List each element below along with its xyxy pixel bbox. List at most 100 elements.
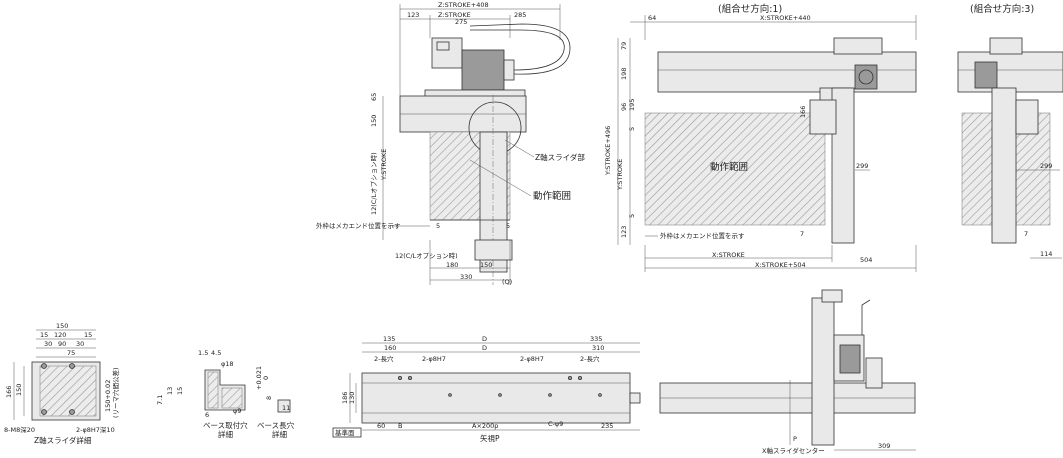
dim-123: 123 xyxy=(407,11,419,19)
heading-combo-direction-3: (組合せ方向:3) xyxy=(970,3,1034,15)
dim-64: 64 xyxy=(648,14,656,22)
dir1-y-column xyxy=(831,87,855,244)
side-y-column xyxy=(811,297,835,446)
label-x-slider-center: X軸スライダセンター xyxy=(762,446,825,454)
z-slider-detail: 150 15 120 15 30 90 30 75 166 150 150+0.… xyxy=(4,322,120,445)
dim-79: 79 xyxy=(620,42,628,50)
label-z-slider-part: Z軸スライダ部 xyxy=(535,152,585,162)
x-base-plate xyxy=(361,372,631,424)
dim-60: 60 xyxy=(377,422,385,430)
dim-phi18: φ18 xyxy=(221,360,234,368)
dim-150-b: 150 xyxy=(480,261,492,269)
dim-186: 186 xyxy=(341,392,349,404)
dim-195: 195 xyxy=(628,99,636,111)
dim-y-stroke-496: Y:STROKE+496 xyxy=(604,126,612,176)
direction-3-view: 299 7 114 xyxy=(957,37,1063,259)
caption-hole-1: ベース取付穴 xyxy=(203,420,248,430)
label-q: (Q) xyxy=(502,278,512,286)
dim-D-top: D xyxy=(482,335,487,343)
label-datum: 基準面 xyxy=(335,428,355,437)
note-outer-frame-dir1: 外枠はメカエンド位置を示す xyxy=(660,231,745,240)
dim-6: 6 xyxy=(205,411,209,419)
dim-166: 166 xyxy=(799,106,807,118)
side-view: P X軸スライダセンター 309 xyxy=(659,289,916,455)
dim-30a: 30 xyxy=(44,340,52,348)
dim-114: 114 xyxy=(1040,250,1052,258)
dim-5-top: 5 xyxy=(628,127,636,131)
dim-75: 75 xyxy=(67,349,75,357)
dim-5-right: 5 xyxy=(506,222,510,230)
dim-B: B xyxy=(398,422,402,430)
top-front-view: Z:STROKE+408 Z:STROKE 123 275 285 65 150… xyxy=(316,1,585,286)
dir1-operating-range xyxy=(644,112,826,226)
dim-15a: 15 xyxy=(40,331,48,339)
dim-130: 130 xyxy=(348,392,356,404)
label-p: P xyxy=(793,435,797,443)
dim-7: 7 xyxy=(800,230,804,238)
dim-y-stroke: Y:STROKE xyxy=(616,159,624,191)
dim-285: 285 xyxy=(514,11,526,19)
dim-150v-zs: 150 xyxy=(15,384,23,396)
dim-235: 235 xyxy=(601,422,613,430)
dim-150-zs: 150 xyxy=(56,322,68,330)
dim-8: 8 xyxy=(265,396,273,400)
dim-120: 120 xyxy=(54,331,66,339)
dim-pitch: A×200p xyxy=(472,422,498,430)
base-slot-profile xyxy=(277,399,291,413)
dim-180: 180 xyxy=(446,261,458,269)
dim-z-stroke-408: Z:STROKE+408 xyxy=(438,1,489,9)
dim-12-option-bottom: 12(C/Lオプション時) xyxy=(395,252,458,260)
tol-zero: 0 xyxy=(262,376,270,380)
dim-135: 135 xyxy=(383,335,395,343)
dim-275: 275 xyxy=(455,18,467,26)
dim-x-stroke-504: X:STROKE+504 xyxy=(755,261,806,269)
dim-309: 309 xyxy=(878,442,890,450)
dim-30b: 30 xyxy=(76,340,84,348)
m8-note: 8-M8深20 xyxy=(4,425,35,434)
slot-left: 2-長穴 xyxy=(374,354,394,363)
label-operating-range-dir1: 動作範囲 xyxy=(710,161,748,173)
pin-left: 2-φ8H7 xyxy=(422,355,446,363)
caption-arrow-view-p: 矢視P xyxy=(480,433,500,443)
dim-335: 335 xyxy=(590,335,602,343)
slot-right: 2-長穴 xyxy=(580,354,600,363)
dim-65: 65 xyxy=(370,93,378,101)
dim-4-5: 4.5 xyxy=(211,349,221,357)
dim-x-stroke: X:STROKE xyxy=(712,251,745,259)
tol-0-021: +0.021 xyxy=(255,366,263,390)
dim-phi9: φ9 xyxy=(233,407,241,415)
arrow-view-p: 135 D 335 160 D 310 2-長穴 2-φ8H7 2-φ8H7 2… xyxy=(332,335,641,443)
dim-96: 96 xyxy=(620,103,628,111)
dim-12-option: 12(C/Lオプション時) xyxy=(370,152,378,215)
tolerance-zs: 150+0.02 xyxy=(104,380,112,412)
direction-1-view: 64 X:STROKE+440 79 198 96 195 Y:STROKE+4… xyxy=(604,14,917,272)
caption-hole-2: 詳細 xyxy=(218,429,233,439)
dir3-y-column xyxy=(991,87,1017,244)
dim-160: 160 xyxy=(384,344,396,352)
dim-11: 11 xyxy=(282,404,290,412)
dim-90: 90 xyxy=(58,340,66,348)
pin-note: 2-φ8H7深10 xyxy=(76,425,115,434)
dim-c-phi9: C-φ9 xyxy=(548,420,563,428)
caption-slot-2: 詳細 xyxy=(272,429,287,439)
dim-5-bottom: 5 xyxy=(628,214,636,218)
dim-299: 299 xyxy=(856,162,868,170)
dim-330: 330 xyxy=(460,273,472,281)
heading-combo-direction-1: (組合せ方向:1) xyxy=(718,3,782,15)
dim-y-stroke: Y:STROKE xyxy=(380,149,388,181)
dim-x-stroke-440: X:STROKE+440 xyxy=(760,14,811,22)
dim-15b: 15 xyxy=(84,331,92,339)
dim-15v: 15 xyxy=(176,387,184,395)
dim-150: 150 xyxy=(370,115,378,127)
dim-166-zs: 166 xyxy=(5,386,13,398)
dim-13: 13 xyxy=(166,387,174,395)
caption-z-slider-detail: Z軸スライダ詳細 xyxy=(34,435,91,445)
dir3-x-rail xyxy=(957,51,1063,93)
dim-z-stroke: Z:STROKE xyxy=(438,11,471,19)
dim-123: 123 xyxy=(620,226,628,238)
dim-5-left: 5 xyxy=(436,222,440,230)
dim-198: 198 xyxy=(620,68,628,80)
dim-7-dir3: 7 xyxy=(1024,230,1028,238)
